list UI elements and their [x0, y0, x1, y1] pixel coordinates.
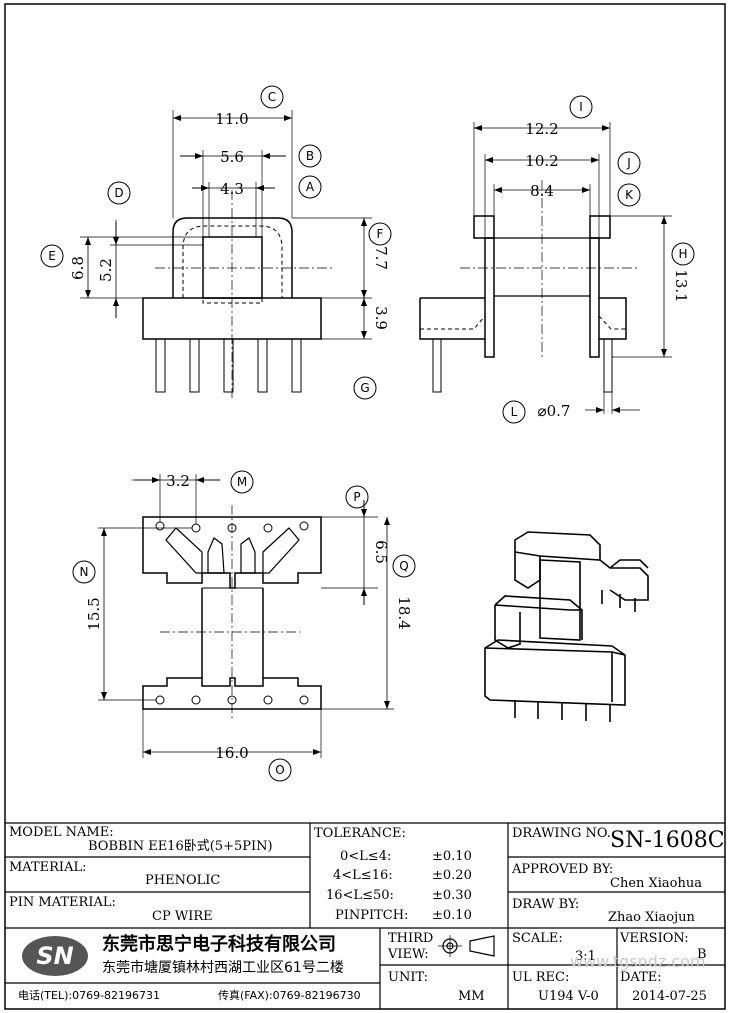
dim-0-7: ⌀0.7 [538, 402, 571, 420]
dim-3-9: 3.9 [372, 306, 390, 330]
dim-3-2: 3.2 [166, 472, 190, 490]
callout-o: O [275, 763, 284, 777]
callout-a: A [306, 180, 315, 194]
callout-n: N [80, 565, 89, 579]
dim-8-4: 8.4 [530, 182, 554, 200]
dim-15-5: 15.5 [85, 597, 103, 630]
callout-m: M [237, 475, 247, 489]
dim-11-0: 11.0 [215, 110, 248, 128]
side-view [419, 122, 672, 414]
dim-6-5: 6.5 [372, 540, 390, 564]
callout-circles [40, 85, 695, 782]
dim-16-0: 16.0 [215, 744, 248, 762]
dim-18-4: 18.4 [395, 596, 413, 629]
bottom-view [98, 474, 394, 758]
drawing-frame [4, 3, 726, 1010]
dim-12-2: 12.2 [525, 120, 558, 138]
dim-7-7: 7.7 [372, 246, 390, 270]
dim-4-3: 4.3 [220, 180, 244, 198]
title-block-grid [5, 822, 725, 1009]
dim-5-2: 5.2 [97, 258, 115, 282]
callout-p: P [353, 490, 360, 504]
front-view [80, 110, 372, 400]
callout-j: J [626, 156, 631, 170]
callout-d: D [114, 186, 123, 200]
callout-c: C [268, 90, 276, 104]
callout-e: E [48, 249, 56, 263]
dim-13-1: 13.1 [672, 269, 690, 302]
callout-k: K [625, 188, 634, 202]
callout-b: B [306, 149, 314, 163]
callout-i: I [579, 100, 583, 114]
isometric-view [484, 531, 649, 722]
dim-10-2: 10.2 [525, 152, 558, 170]
callout-f: F [377, 227, 384, 241]
dim-6-8: 6.8 [69, 256, 87, 280]
dim-5-6: 5.6 [220, 148, 244, 166]
callout-h: H [678, 247, 687, 261]
callout-l: L [511, 405, 518, 419]
callout-g: G [360, 381, 369, 395]
callout-q: Q [399, 559, 408, 573]
